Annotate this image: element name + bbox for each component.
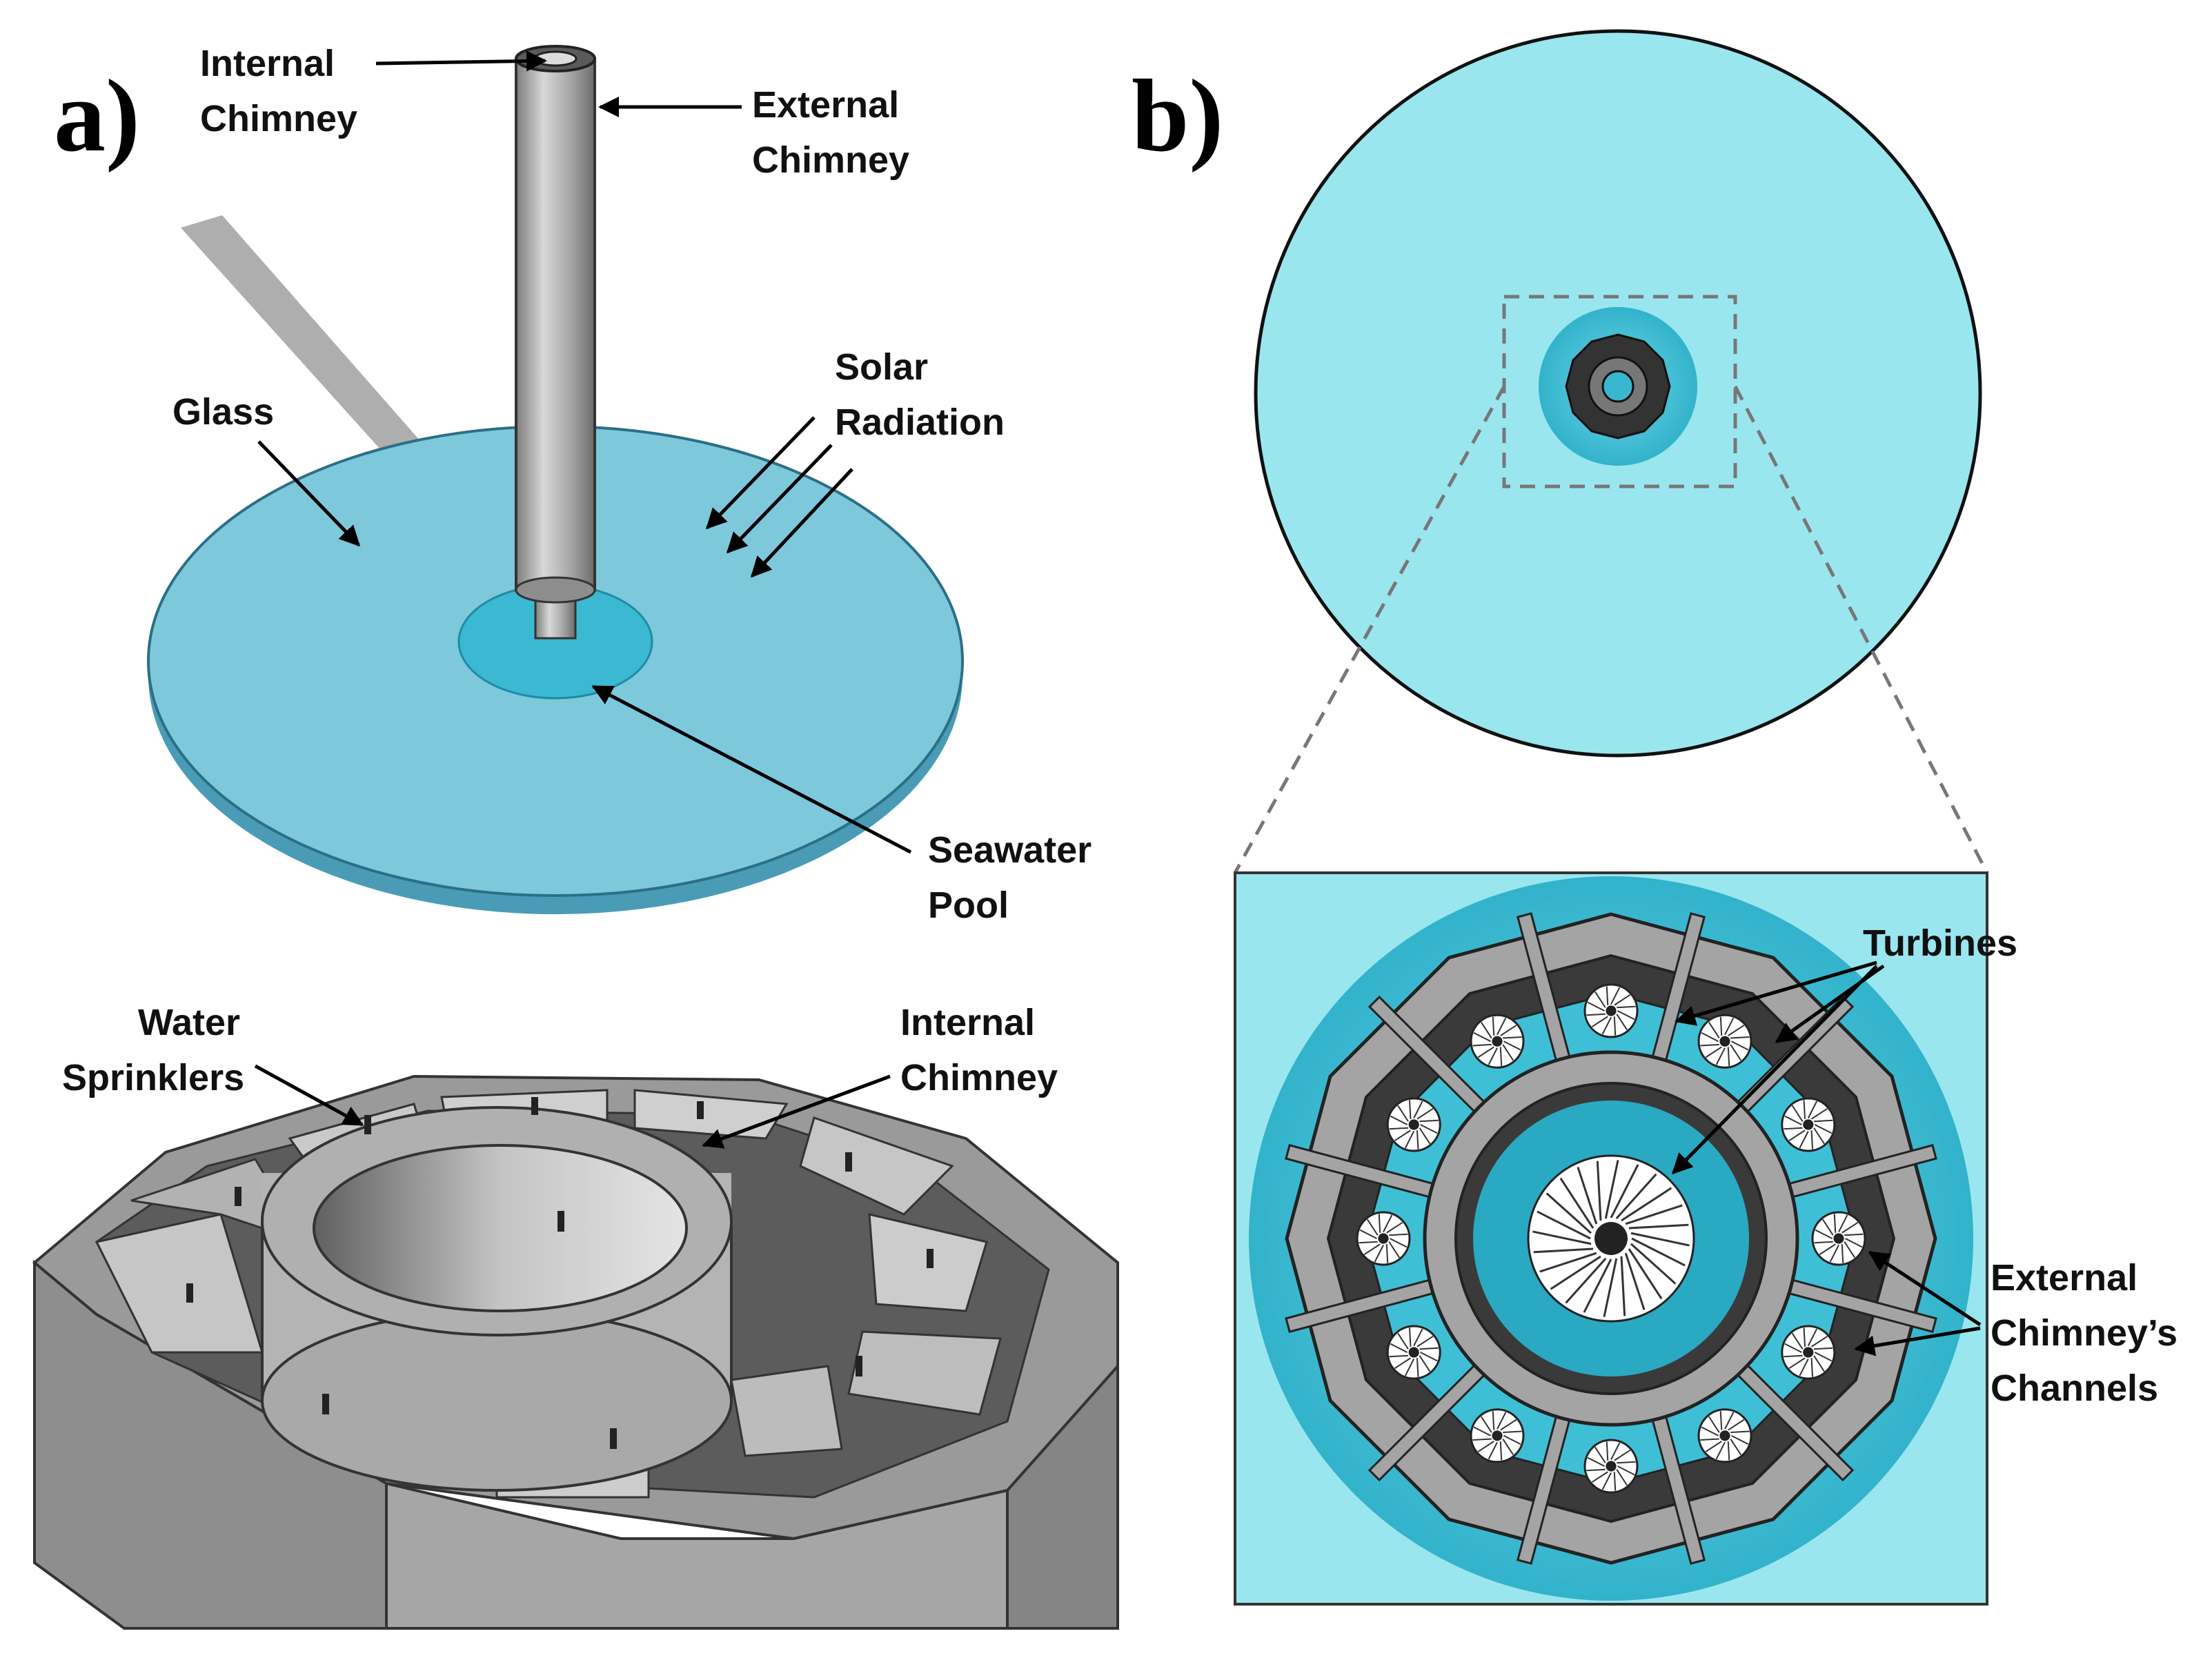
turbine-icon	[1527, 1154, 1695, 1323]
turbine-icon	[1356, 1211, 1411, 1266]
label-solar-radiation-2: Radiation	[835, 402, 1005, 443]
external-chimney	[515, 57, 596, 591]
compartment	[847, 1330, 1002, 1416]
arrow-glass	[257, 440, 361, 547]
zoom-region	[1502, 295, 1737, 488]
internal-chimney-top	[533, 50, 577, 67]
panel-a: a) Internal Chimney External Chimney Gla…	[54, 43, 1092, 926]
sprinkler-icon	[322, 1394, 329, 1414]
label-external-chimney-2: Chimney	[752, 139, 909, 181]
label-water-sprinklers: Water	[138, 1002, 240, 1043]
label-seawater-pool-2: Pool	[928, 885, 1009, 926]
label-glass: Glass	[172, 391, 274, 433]
label-seawater-pool: Seawater	[928, 829, 1092, 871]
zoom-line-left	[1233, 385, 1506, 874]
turbine-icon	[1583, 1439, 1639, 1494]
label-external-channels-2: Chimney’s	[1991, 1312, 2178, 1354]
turbine-icon	[1470, 1408, 1525, 1463]
central-turbine	[1527, 1154, 1695, 1323]
sprinkler-icon	[697, 1101, 704, 1119]
arrow-solar-1	[705, 416, 816, 530]
arrow-solar-3	[750, 468, 853, 578]
compartment	[730, 1365, 843, 1457]
sprinklers	[186, 1097, 934, 1449]
compartment	[799, 1116, 954, 1216]
sprinkler-icon	[531, 1097, 538, 1115]
chimney-top-core	[1601, 370, 1635, 403]
label-water-sprinklers-2: Sprinklers	[62, 1057, 244, 1098]
label-internal-chimney-bottom: Internal	[900, 1002, 1035, 1043]
turbine-icon	[1781, 1097, 1836, 1152]
sprinkler-icon	[235, 1187, 241, 1206]
arrow-internal-chimney	[375, 50, 547, 72]
internal-chimney-bore	[313, 1144, 688, 1312]
turbine-icon	[1697, 1408, 1752, 1463]
arrow-seawater-pool	[591, 684, 912, 854]
label-internal-chimney-top-2: Chimney	[200, 98, 357, 139]
turbine-icon	[1697, 1014, 1752, 1069]
sprinkler-icon	[845, 1152, 852, 1172]
panel-b: b) Turbines External Ch	[1132, 29, 2178, 1606]
sprinkler-icon	[927, 1249, 934, 1268]
sprinkler-icon	[610, 1428, 617, 1449]
arrow-channels-2	[1854, 1326, 1981, 1356]
turbine-icon	[1470, 1014, 1525, 1069]
zoom-line-right	[1733, 385, 1989, 874]
label-external-channels: External	[1991, 1257, 2137, 1299]
arrow-solar-2	[726, 444, 833, 554]
sprinkler-icon	[557, 1211, 564, 1232]
turbine-icon	[1583, 983, 1639, 1038]
turbine-icon	[1811, 1211, 1866, 1266]
sprinkler-icon	[364, 1115, 371, 1134]
label-solar-radiation: Solar	[835, 346, 928, 388]
label-external-channels-3: Channels	[1991, 1368, 2158, 1409]
arrow-internal-chimney-bottom	[702, 1074, 891, 1149]
internal-chimney-bottom-edge	[261, 1310, 733, 1492]
label-external-chimney: External	[752, 84, 899, 126]
external-chimney-base	[515, 576, 596, 604]
sprinkler-icon	[856, 1356, 862, 1376]
tower-detail: Water Sprinklers Internal Chimney	[32, 1002, 1119, 1630]
turbine-icon	[1386, 1325, 1441, 1380]
arrow-turbines-3	[1671, 965, 1878, 1175]
sprinkler-icon	[186, 1283, 193, 1303]
turbine-icon	[1386, 1097, 1441, 1152]
turbine-icon	[1781, 1325, 1836, 1380]
arrow-channels-1	[1868, 1250, 1982, 1327]
label-internal-chimney-bottom-2: Chimney	[900, 1057, 1058, 1098]
arrow-turbines-1	[1675, 960, 1877, 1026]
label-turbines: Turbines	[1863, 922, 2017, 964]
panel-a-label: a)	[54, 59, 140, 173]
label-internal-chimney-top: Internal	[200, 43, 335, 84]
arrow-water-sprinklers	[254, 1064, 364, 1127]
compartment	[633, 1089, 789, 1140]
panel-b-label: b)	[1132, 59, 1223, 173]
channel-turbines	[1356, 983, 1866, 1494]
